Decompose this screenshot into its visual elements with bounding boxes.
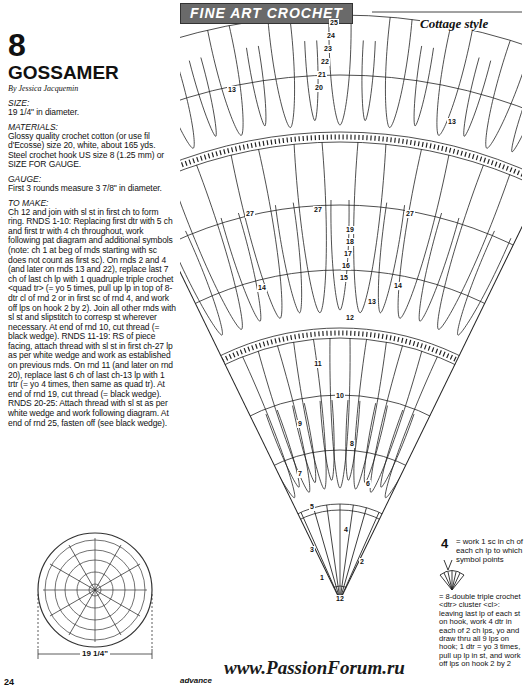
callout-number: 25 xyxy=(329,19,339,27)
callout-number: 19 xyxy=(345,226,355,234)
section-heading: MATERIALS: xyxy=(8,122,176,132)
thumbnail: 19 1/4" xyxy=(15,530,175,662)
callout-number: 10 xyxy=(335,392,345,400)
callout-number: 17 xyxy=(343,250,353,258)
text-column: 8GOSSAMERBy Jessica JacqueminSIZE:19 1/4… xyxy=(8,30,176,428)
callout-number: 7 xyxy=(297,470,303,478)
callout-number: 1 xyxy=(319,574,325,582)
legend-text: = 8-double triple crochet <dtr> cluster … xyxy=(439,593,524,669)
callout-number: 21 xyxy=(317,71,327,79)
callout-number: 14 xyxy=(393,282,403,290)
section-name: Cottage style xyxy=(420,16,488,31)
callout-number: 11 xyxy=(313,360,322,368)
materials-text: Glossy quality crochet cotton (or use fi… xyxy=(8,132,176,170)
callout-number: 12 xyxy=(345,314,355,322)
callout-number: 15 xyxy=(339,274,349,282)
legend-text: = work 1 sc in ch of each ch lp to which… xyxy=(456,537,523,564)
pattern-title: GOSSAMER xyxy=(8,62,176,84)
pattern-number: 8 xyxy=(8,30,176,60)
section-heading: TO MAKE: xyxy=(8,198,176,208)
callout-number: 13 xyxy=(367,298,377,306)
callout-number: 5 xyxy=(309,503,315,511)
callout-number: 8 xyxy=(349,440,355,448)
publisher-logo: advance xyxy=(180,676,212,686)
symbol-number: 4 xyxy=(441,537,448,551)
section-heading: GAUGE: xyxy=(8,174,176,184)
callout-number: 12 xyxy=(335,595,345,603)
callout-number: 2 xyxy=(359,558,365,566)
callout-number: 27 xyxy=(245,210,255,218)
wedge xyxy=(180,15,522,644)
callout-number: 16 xyxy=(341,262,351,270)
callout-number: 27 xyxy=(313,206,323,214)
callout-number: 20 xyxy=(314,84,324,92)
header-rule xyxy=(372,12,522,13)
callout-number: 22 xyxy=(320,58,330,66)
size-text: 19 1/4" in diameter. xyxy=(8,108,176,118)
callout-number: 14 xyxy=(257,284,267,292)
thumbnail-doily xyxy=(15,530,175,662)
header-text: FINE ART CROCHET xyxy=(190,5,343,22)
header-band: FINE ART CROCHET xyxy=(180,3,353,24)
legend-samples xyxy=(440,560,464,590)
callout-number: 27 xyxy=(405,210,415,218)
callout-number: 4 xyxy=(343,526,349,534)
watermark: www.PassionForum.ru xyxy=(224,656,405,680)
gauge-text: First 3 rounds measure 3 7/8" in diamete… xyxy=(8,184,176,194)
callout-number: 13 xyxy=(447,118,457,126)
callout-number: 24 xyxy=(326,32,336,40)
callout-number: 18 xyxy=(345,238,355,246)
callout-number: 23 xyxy=(323,45,333,53)
callout-number: 3 xyxy=(309,546,315,554)
page-number: 24 xyxy=(4,677,14,688)
callout-number: 6 xyxy=(365,480,371,488)
callout-number: 13 xyxy=(227,86,237,94)
byline: By Jessica Jacquemin xyxy=(8,84,176,94)
callout-number: 9 xyxy=(297,420,303,428)
dimension: 19 1/4" xyxy=(80,649,110,659)
section-heading: SIZE: xyxy=(8,98,176,108)
round-lines xyxy=(180,15,522,644)
instructions-text: Ch 12 and join with sl st in first ch to… xyxy=(8,208,176,429)
